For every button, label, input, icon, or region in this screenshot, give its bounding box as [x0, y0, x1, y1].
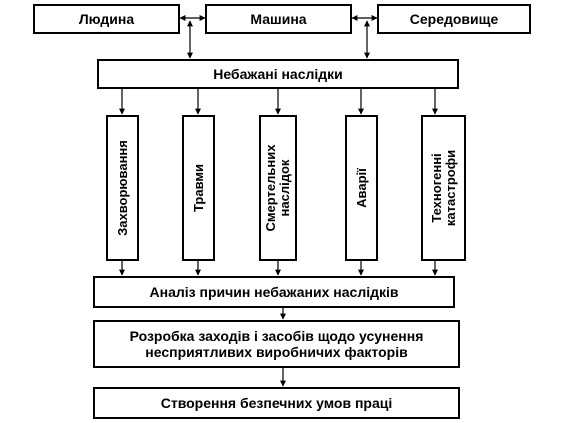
box-result: Створення безпечних умов праці	[93, 387, 460, 419]
box-category-diseases: Захворювання	[106, 115, 139, 261]
environment-label: Середовище	[409, 11, 499, 27]
category-diseases-label: Захворювання	[114, 140, 130, 236]
box-people: Людина	[33, 4, 180, 34]
box-undesired-consequences: Небажані наслідки	[97, 59, 459, 89]
consequences-label: Небажані наслідки	[213, 66, 343, 82]
category-fatalities-label: Смертельних наслідок	[263, 144, 292, 232]
measures-label: Розробка заходів і засобів щодо усунення…	[129, 328, 424, 360]
category-disasters-label: Техногенні катастрофи	[428, 149, 458, 227]
result-label: Створення безпечних умов праці	[160, 395, 393, 411]
machine-label: Машина	[250, 11, 307, 27]
box-category-accidents: Аварії	[345, 115, 378, 261]
box-environment: Середовище	[377, 4, 531, 34]
box-machine: Машина	[205, 4, 352, 34]
box-category-fatalities: Смертельних наслідок	[259, 115, 297, 261]
box-category-disasters: Техногенні катастрофи	[421, 115, 466, 261]
box-analysis: Аналіз причин небажаних наслідків	[93, 276, 455, 308]
box-category-injuries: Травми	[182, 115, 215, 261]
category-injuries-label: Травми	[190, 163, 206, 213]
people-label: Людина	[78, 11, 135, 27]
box-measures: Розробка заходів і засобів щодо усунення…	[93, 320, 460, 368]
analysis-label: Аналіз причин небажаних наслідків	[149, 284, 399, 300]
category-accidents-label: Аварії	[353, 168, 369, 208]
